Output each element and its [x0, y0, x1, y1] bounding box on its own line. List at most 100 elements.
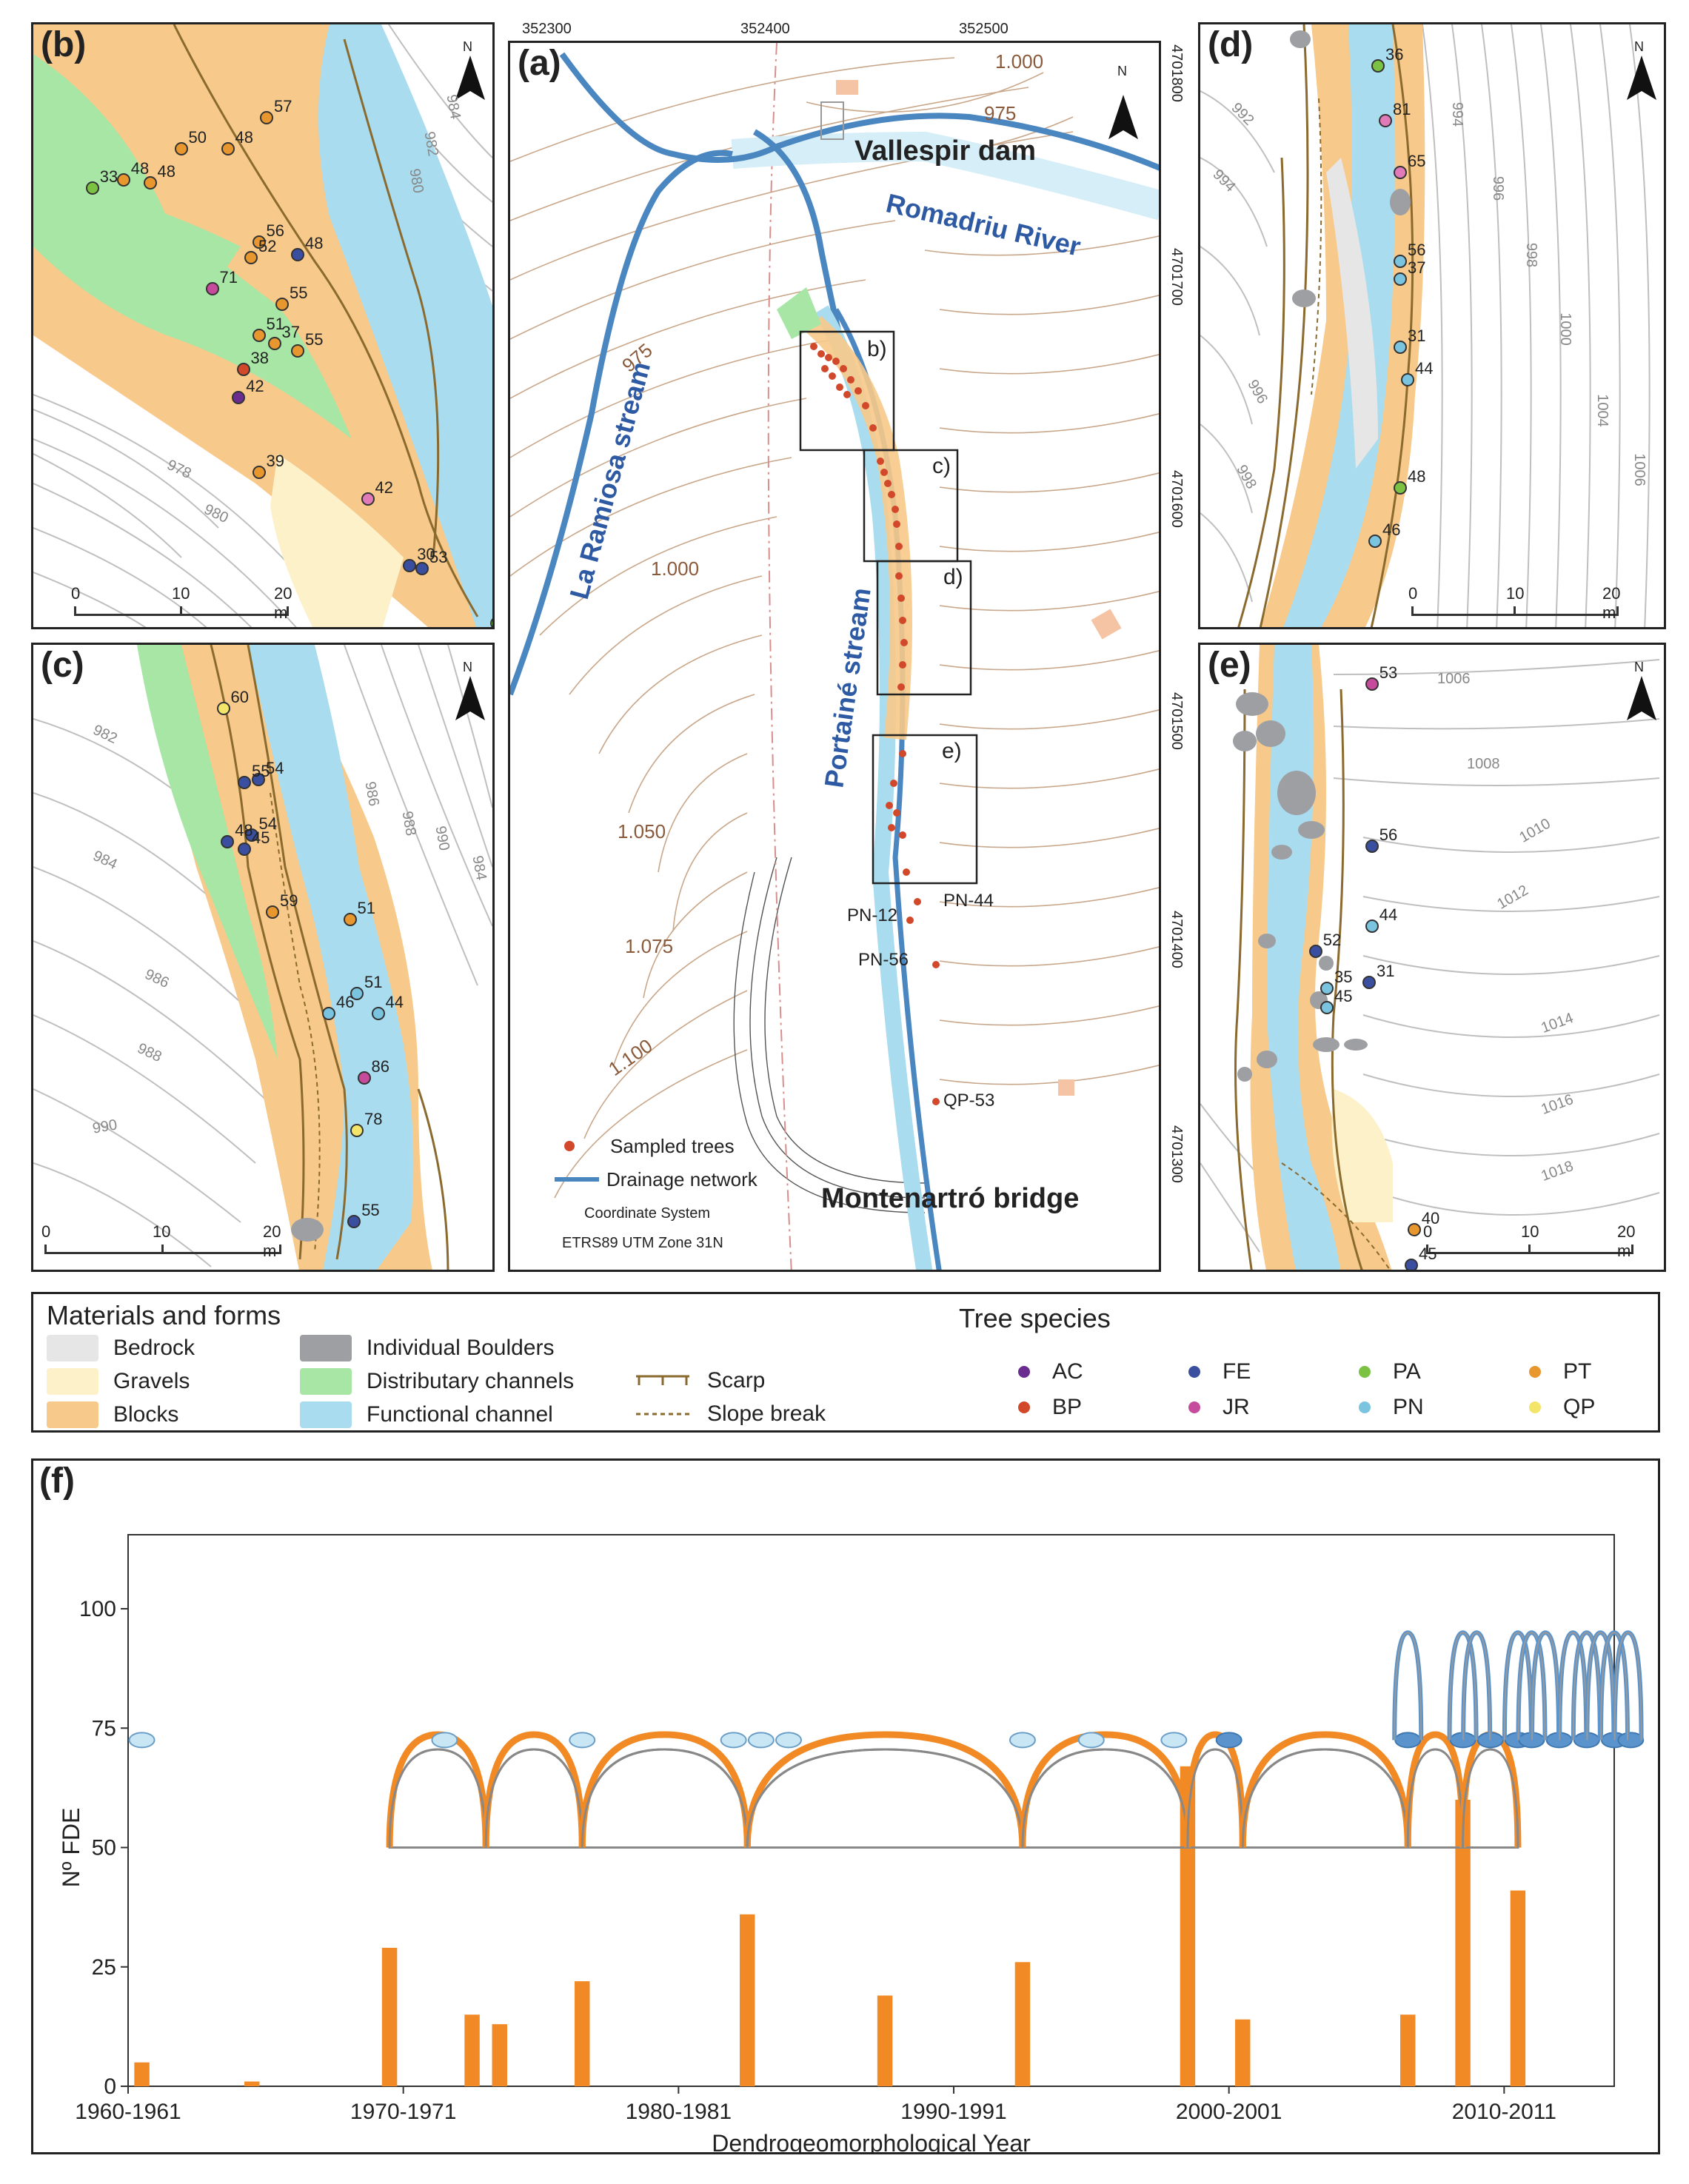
legend-sampled-trees-dot	[564, 1141, 575, 1151]
legend-species-title: Tree species	[959, 1303, 1111, 1333]
tree-age-label: 46	[1382, 520, 1401, 539]
tree-age-label: 42	[246, 377, 264, 395]
tree-age-label: 40	[1421, 1209, 1440, 1228]
heavy-rain-arc	[1503, 1632, 1532, 1741]
tree-age-label: 71	[219, 268, 238, 287]
x-tick-label: 1990-1991	[900, 2100, 1006, 2124]
contour-label: 996	[1490, 175, 1507, 201]
inset-label: d)	[943, 565, 963, 589]
inset-label: b)	[867, 337, 887, 361]
contour-label: 1.000	[995, 50, 1044, 73]
legend-label: PN	[1393, 1395, 1424, 1419]
legend-item-blocks: Blocks	[47, 1401, 178, 1428]
north-label: N	[463, 39, 472, 54]
north-label: N	[463, 660, 472, 674]
tree-marker	[266, 905, 279, 919]
tree-marker	[1308, 945, 1322, 959]
tree-age-label: 48	[1408, 467, 1426, 486]
heavy-rain-arc	[1448, 1632, 1477, 1741]
panel-e-map-graphic	[1200, 645, 1660, 1270]
tree-marker	[1371, 59, 1385, 73]
legend-label: BP	[1052, 1395, 1083, 1419]
legend-label: AC	[1052, 1359, 1083, 1384]
legend-item-species: PT	[1529, 1359, 1591, 1384]
tree-age-label: 35	[1334, 967, 1353, 986]
coordinate-system-label: Coordinate System	[584, 1205, 711, 1222]
bar	[1510, 1890, 1526, 2086]
tree-marker	[116, 173, 130, 187]
tree-age-label: 42	[375, 478, 393, 497]
tree-age-label: 44	[1415, 359, 1434, 378]
legend-label: Scarp	[707, 1368, 766, 1393]
tree-age-label: 56	[266, 221, 284, 240]
x-coordinate-label: 352500	[959, 21, 1009, 37]
tree-marker	[267, 336, 281, 350]
recurrence-arc	[578, 1731, 751, 1848]
bar	[492, 2024, 507, 2086]
bar	[1400, 2014, 1416, 2086]
tree-age-label: 45	[1334, 987, 1353, 1006]
rainfall-cloud-icon	[1077, 1732, 1105, 1749]
tree-marker	[1362, 976, 1376, 989]
tree-marker	[244, 251, 258, 264]
tree-age-label: 48	[235, 821, 253, 840]
panel-c-label: (c)	[41, 646, 84, 685]
tree-marker	[252, 329, 266, 342]
rainfall-cloud-icon	[747, 1732, 775, 1749]
scarp-line-icon	[636, 1375, 689, 1385]
recurrence-arc	[1404, 1731, 1467, 1848]
x-coordinate-label: 352400	[740, 21, 790, 37]
heavy-rain-arc	[1600, 1632, 1628, 1741]
tree-marker	[85, 181, 99, 195]
contour-label: 975	[984, 102, 1017, 124]
tree-age-label: 52	[258, 237, 277, 255]
bar	[1014, 1962, 1031, 2086]
contour-label: 1008	[1467, 756, 1500, 772]
north-label: N	[1634, 39, 1644, 54]
x-tick-label: 2010-2011	[1452, 2100, 1556, 2124]
legend-item-species: AC	[1018, 1359, 1083, 1384]
scale-bar: 0 10 20 m	[1423, 1222, 1635, 1262]
bar	[1455, 1800, 1471, 2086]
tree-marker	[238, 842, 251, 856]
legend-label: Slope break	[707, 1401, 826, 1426]
tree-age-label: 56	[1408, 241, 1426, 259]
legend: Materials and forms Bedrock Gravels Bloc…	[31, 1292, 1660, 1433]
inset-label: e)	[942, 739, 962, 763]
map-panel-d: (d) N 992 994 996 998 994 996 998 1000 1…	[1198, 22, 1666, 629]
tree-marker	[238, 776, 251, 790]
tree-age-label: 57	[274, 97, 292, 115]
legend-label: Blocks	[113, 1402, 179, 1427]
panel-f-label: (f)	[39, 1461, 75, 1501]
tree-age-label: 48	[305, 233, 324, 252]
contour-label: 1.000	[651, 557, 700, 580]
map-panel-a: (a) N Vallespir dam Romadriu River La Ra…	[508, 41, 1161, 1272]
tree-age-label: 48	[130, 159, 150, 178]
panel-a-map-graphic	[510, 43, 1159, 1270]
tree-age-label: 51	[266, 315, 284, 333]
legend-item-gravels: Gravels	[47, 1368, 190, 1395]
tree-age-label: 48	[235, 128, 253, 147]
legend-label: JR	[1223, 1395, 1250, 1419]
legend-label: Gravels	[113, 1369, 190, 1393]
tree-marker	[350, 1123, 364, 1137]
panel-d-map-graphic	[1200, 24, 1650, 627]
north-label: N	[1634, 660, 1644, 674]
recurrence-arc	[1184, 1731, 1246, 1848]
panel-a-label: (a)	[518, 44, 561, 83]
tree-age-label: 37	[281, 322, 300, 341]
recurrence-arc	[386, 1731, 489, 1848]
north-label: N	[1117, 64, 1127, 78]
north-arrow-icon: N	[1619, 660, 1664, 726]
tree-age-label: 44	[385, 992, 404, 1011]
tree-marker	[236, 363, 250, 377]
tree-marker	[260, 111, 273, 124]
legend-item-species: BP	[1018, 1395, 1082, 1420]
tree-marker	[244, 828, 258, 842]
rainfall-cloud-icon	[720, 1732, 747, 1749]
legend-drainage-network: Drainage network	[606, 1168, 757, 1190]
panel-c-map-graphic	[33, 645, 492, 1270]
tree-marker	[371, 1006, 385, 1020]
